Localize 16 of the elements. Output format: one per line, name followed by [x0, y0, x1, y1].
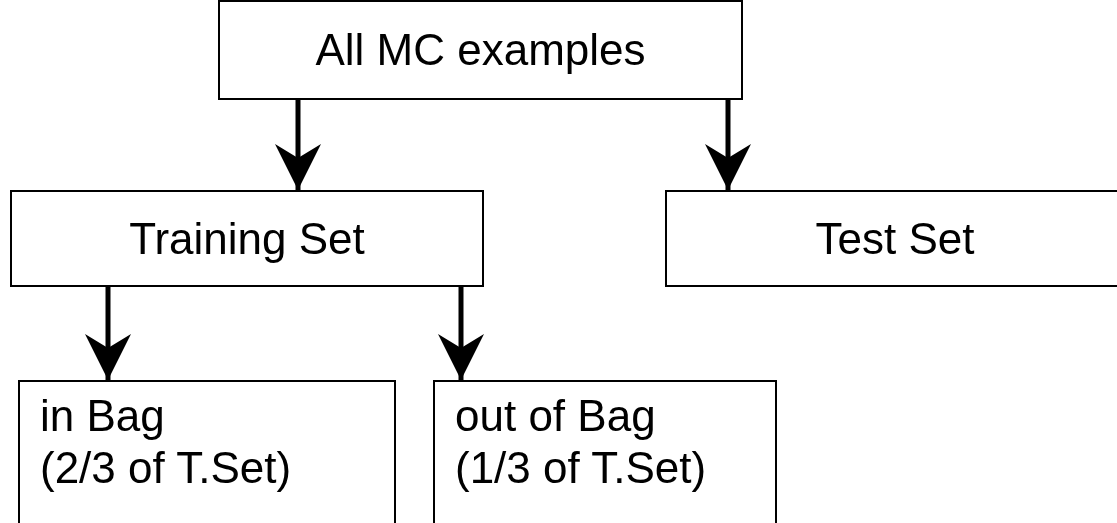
box-label: in Bag [40, 390, 166, 442]
arrow [705, 100, 751, 190]
box-subtitle: (1/3 of T.Set) [455, 442, 708, 494]
box-label: Test Set [815, 212, 975, 265]
arrow [85, 287, 131, 380]
box-label: out of Bag [455, 390, 657, 442]
arrow [438, 287, 484, 380]
process-box [218, 0, 743, 100]
box-label: All MC examples [315, 24, 646, 76]
process-box [10, 190, 484, 287]
arrow [275, 100, 321, 190]
box-label: Training Set [129, 212, 365, 265]
process-box [665, 190, 1117, 287]
process-box [18, 380, 396, 523]
process-box [433, 380, 777, 523]
box-subtitle: (2/3 of T.Set) [40, 442, 293, 494]
